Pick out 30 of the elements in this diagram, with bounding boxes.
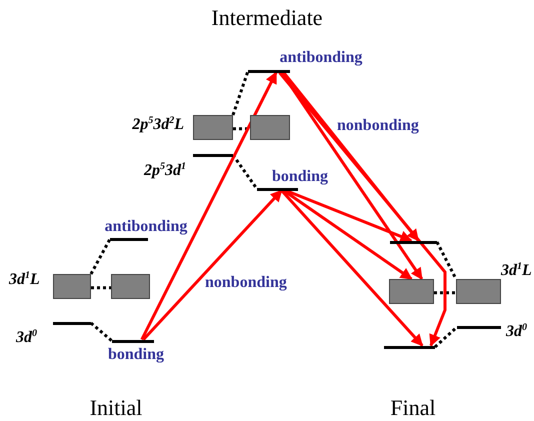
level-label: bonding xyxy=(106,345,166,365)
configuration-label: 2p$^{5}$3d$^{1}$ xyxy=(144,161,186,181)
dotted-connector xyxy=(91,286,111,290)
configuration-label: 3d$^{0}$ xyxy=(16,328,37,348)
diagram-heading: Final xyxy=(390,395,436,421)
state-label: nonbonding xyxy=(205,273,287,293)
diagram-heading: Initial xyxy=(90,395,142,421)
configuration-label: 3d$^{1}$L xyxy=(9,270,40,290)
configuration-label: 3d$^{0}$ xyxy=(506,322,527,342)
level-label: bonding xyxy=(270,167,330,187)
transition-arrow xyxy=(282,72,420,242)
transition-arrow xyxy=(282,189,412,280)
transition-arrow xyxy=(278,72,446,347)
dotted-connector xyxy=(232,70,250,116)
dotted-connector xyxy=(434,291,456,294)
transition-arrow xyxy=(280,190,424,346)
dotted-connector xyxy=(434,326,458,348)
dotted-connector xyxy=(90,322,113,342)
transition-arrow xyxy=(280,72,424,280)
transition-arrow xyxy=(140,71,278,340)
dotted-connector xyxy=(436,241,458,280)
state-label: nonbonding xyxy=(337,116,419,136)
level-label: antibonding xyxy=(278,48,364,68)
transition-arrow xyxy=(285,189,412,242)
configuration-label: 3d$^{1}$L xyxy=(501,261,532,281)
dotted-connector xyxy=(90,238,112,275)
level-label: antibonding xyxy=(104,217,188,237)
transition-arrow xyxy=(142,189,283,341)
configuration-label: 2p$^{5}$3d$^{2}$L xyxy=(132,115,184,135)
diagram-heading: Intermediate xyxy=(211,5,323,31)
